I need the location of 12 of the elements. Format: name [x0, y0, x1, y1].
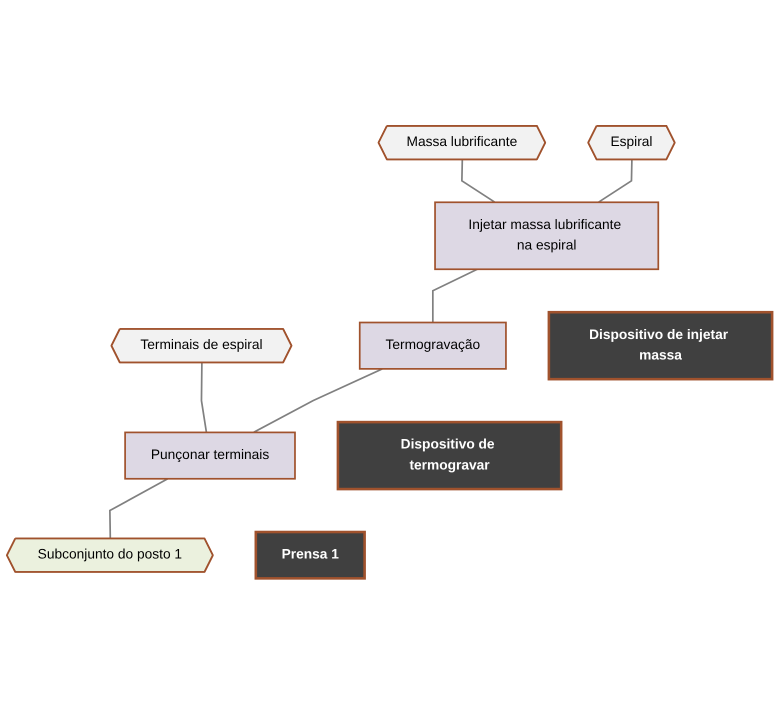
connector [200, 362, 208, 432]
connector [432, 268, 478, 322]
node-box: Prensa 1 [254, 530, 366, 580]
node-box: Injetar massa lubrificante na espiral [434, 201, 660, 270]
connector [461, 160, 496, 203]
node-box: Dispositivo de injetar massa [548, 310, 774, 380]
node-box: Termogravação [358, 322, 507, 370]
connector [598, 160, 633, 203]
connector [109, 478, 168, 539]
node-box: Punçonar terminais [124, 431, 296, 480]
node-box: Dispositivo de termogravar [336, 420, 562, 490]
connector [253, 368, 383, 434]
